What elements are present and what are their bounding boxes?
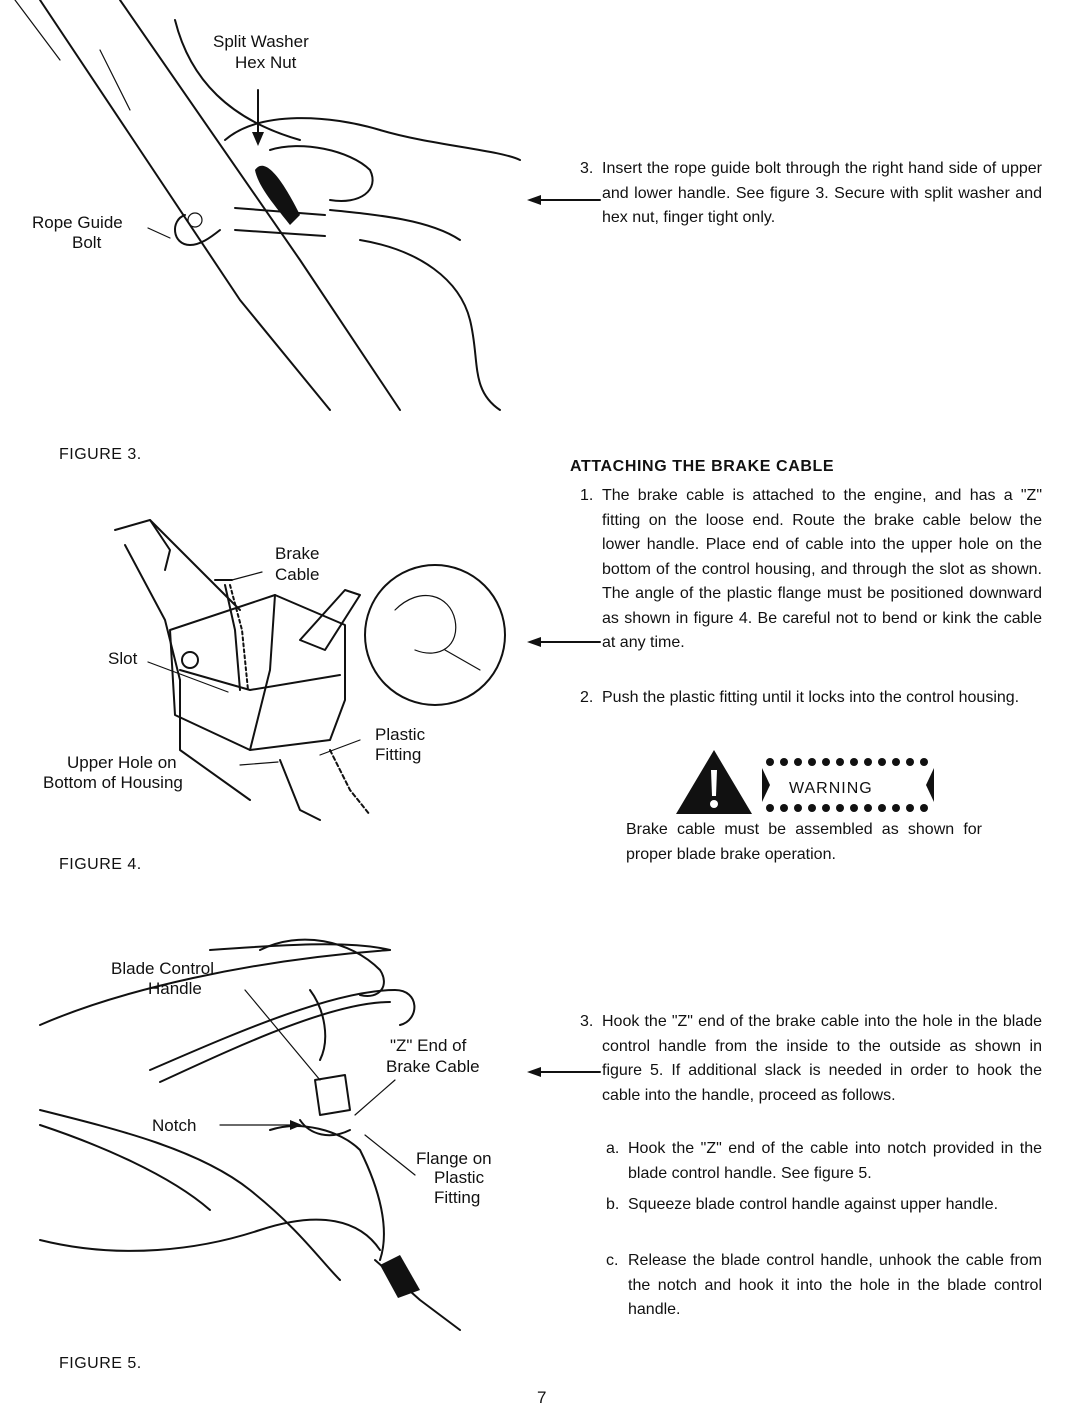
pointer-arrow-step-3 <box>527 1067 601 1077</box>
substep-letter: b. <box>606 1196 620 1213</box>
pointer-arrow-step-rope <box>527 195 601 205</box>
substep-a: a. Hook the "Z" end of the cable into no… <box>606 1137 1042 1186</box>
label-flange-on: Flange on <box>416 1149 492 1168</box>
label-handle: Handle <box>148 979 202 998</box>
section-heading-attaching-brake-cable: ATTACHING THE BRAKE CABLE <box>570 458 835 475</box>
figure-3-illustration <box>14 0 521 411</box>
step-1-brake-cable: 1. The brake cable is attached to the en… <box>580 484 1042 656</box>
step-number: 1. <box>580 487 594 504</box>
label-fitting: Fitting <box>375 745 422 764</box>
label-brake-cable: Brake Cable <box>386 1057 480 1076</box>
step-2-push-fitting: 2. Push the plastic fitting until it loc… <box>580 686 1042 711</box>
step-3-hook-z-end: 3. Hook the "Z" end of the brake cable i… <box>580 1010 1042 1108</box>
substep-text: Squeeze blade control handle against upp… <box>628 1196 999 1213</box>
step-text: The brake cable is attached to the engin… <box>602 487 1042 651</box>
step-number: 3. <box>580 160 594 177</box>
substep-text: Release the blade control handle, unhook… <box>628 1252 1042 1318</box>
step-text: Hook the "Z" end of the brake cable into… <box>602 1013 1042 1104</box>
substep-c: c. Release the blade control handle, unh… <box>606 1249 1042 1323</box>
warning-label: WARNING <box>789 780 873 797</box>
substep-letter: c. <box>606 1252 619 1269</box>
step-rope-guide: 3. Insert the rope guide bolt through th… <box>580 157 1042 231</box>
warning-text: Brake cable must be assembled as shown f… <box>626 821 982 863</box>
step-number: 2. <box>580 689 594 706</box>
substep-b: b. Squeeze blade control handle against … <box>606 1193 1042 1218</box>
label-brake: Brake <box>275 544 320 563</box>
label-bottom-of-housing: Bottom of Housing <box>43 773 183 792</box>
label-bolt: Bolt <box>72 233 102 252</box>
label-z-end-of: "Z" End of <box>390 1036 467 1055</box>
label-blade-control: Blade Control <box>111 959 215 978</box>
warning-block: WARNING <box>676 748 946 818</box>
figure-5-caption: FIGURE 5. <box>59 1355 142 1372</box>
label-plastic: Plastic <box>434 1168 485 1187</box>
figure-4-caption: FIGURE 4. <box>59 856 142 873</box>
warning-triangle-icon <box>676 750 752 814</box>
warning-banner-frame <box>762 758 934 812</box>
label-notch: Notch <box>152 1116 197 1135</box>
label-cable: Cable <box>275 565 320 584</box>
step-text: Push the plastic fitting until it locks … <box>602 689 1020 706</box>
figure-3-caption: FIGURE 3. <box>59 446 142 463</box>
figure-4-illustration <box>114 519 506 821</box>
label-fitting: Fitting <box>434 1188 481 1207</box>
label-slot: Slot <box>108 649 138 668</box>
page-number: 7 <box>537 1388 547 1407</box>
pointer-arrow-step-1 <box>527 637 601 647</box>
substep-letter: a. <box>606 1140 620 1157</box>
step-text: Insert the rope guide bolt through the r… <box>602 160 1042 226</box>
label-hex-nut: Hex Nut <box>235 53 297 72</box>
figure-5-illustration <box>39 938 461 1331</box>
label-plastic: Plastic <box>375 725 426 744</box>
label-upper-hole-on: Upper Hole on <box>67 753 177 772</box>
substep-text: Hook the "Z" end of the cable into notch… <box>628 1140 1042 1182</box>
label-rope-guide: Rope Guide <box>32 213 123 232</box>
label-split-washer: Split Washer <box>213 32 309 51</box>
step-number: 3. <box>580 1013 594 1030</box>
